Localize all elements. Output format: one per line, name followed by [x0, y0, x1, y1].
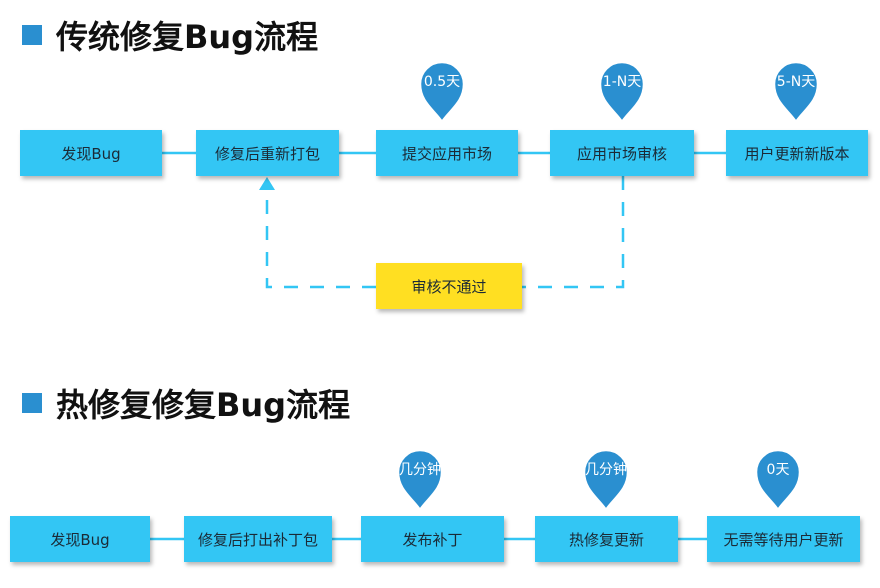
- reject-loop-right: [522, 176, 625, 289]
- map-pin-icon: [754, 448, 802, 512]
- step-rebuild-package: 修复后重新打包: [196, 130, 339, 176]
- duration-label: 5-N天: [776, 74, 816, 90]
- section1-title: 传统修复Bug流程: [22, 12, 318, 58]
- step-build-patch: 修复后打出补丁包: [184, 516, 332, 562]
- map-pin-icon: [396, 448, 444, 512]
- duration-pin: 几分钟: [578, 446, 634, 512]
- duration-label: 1-N天: [602, 74, 642, 90]
- reject-loop-left: [265, 190, 376, 289]
- step-no-wait-update: 无需等待用户更新: [707, 516, 860, 562]
- step-hotfix-update: 热修复更新: [535, 516, 678, 562]
- section2-title: 热修复修复Bug流程: [22, 380, 350, 426]
- duration-label: 0.5天: [423, 74, 461, 90]
- step-submit-store: 提交应用市场: [376, 130, 518, 176]
- duration-pin: 0.5天: [414, 58, 470, 124]
- duration-pin: 5-N天: [768, 58, 824, 124]
- duration-label: 几分钟: [399, 462, 441, 478]
- duration-pin: 0天: [750, 446, 806, 512]
- map-pin-icon: [418, 60, 466, 124]
- arrow-up-icon: [259, 177, 275, 190]
- step-release-patch: 发布补丁: [361, 516, 504, 562]
- map-pin-icon: [598, 60, 646, 124]
- section2-title-text: 热修复修复Bug流程: [56, 386, 351, 424]
- section1-title-text: 传统修复Bug流程: [56, 18, 319, 56]
- step-review-rejected: 审核不通过: [376, 263, 522, 309]
- step-discover-bug: 发现Bug: [10, 516, 150, 562]
- step-store-review: 应用市场审核: [550, 130, 694, 176]
- duration-label: 0天: [766, 462, 790, 478]
- duration-pin: 几分钟: [392, 446, 448, 512]
- square-bullet-icon: [22, 393, 42, 413]
- map-pin-icon: [772, 60, 820, 124]
- duration-label: 几分钟: [585, 462, 627, 478]
- square-bullet-icon: [22, 25, 42, 45]
- step-user-update: 用户更新新版本: [726, 130, 868, 176]
- step-discover-bug: 发现Bug: [20, 130, 162, 176]
- map-pin-icon: [582, 448, 630, 512]
- duration-pin: 1-N天: [594, 58, 650, 124]
